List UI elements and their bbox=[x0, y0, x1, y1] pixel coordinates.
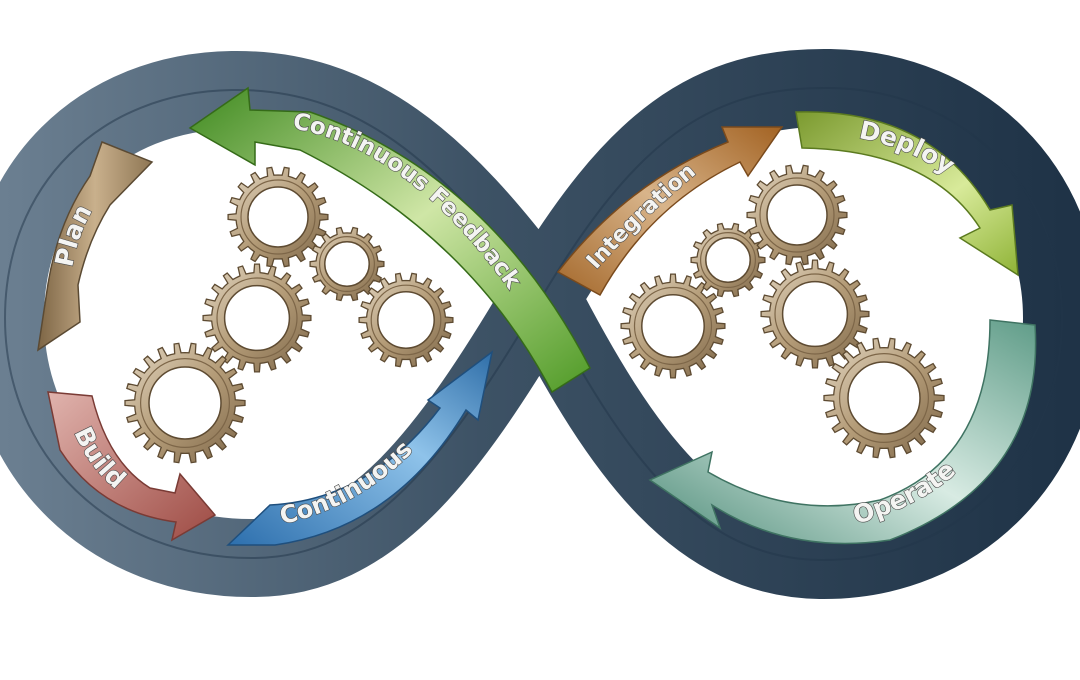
gear-icon bbox=[823, 337, 945, 459]
gear-icon bbox=[746, 164, 848, 266]
gear-group bbox=[124, 164, 945, 464]
gear-icon bbox=[358, 272, 454, 368]
gear-icon bbox=[760, 259, 870, 369]
gear-icon bbox=[202, 263, 312, 373]
gear-icon bbox=[309, 226, 385, 302]
gear-icon bbox=[227, 166, 329, 268]
gear-icon bbox=[124, 342, 246, 464]
gear-icon bbox=[690, 222, 766, 298]
gear-icon bbox=[620, 273, 726, 379]
